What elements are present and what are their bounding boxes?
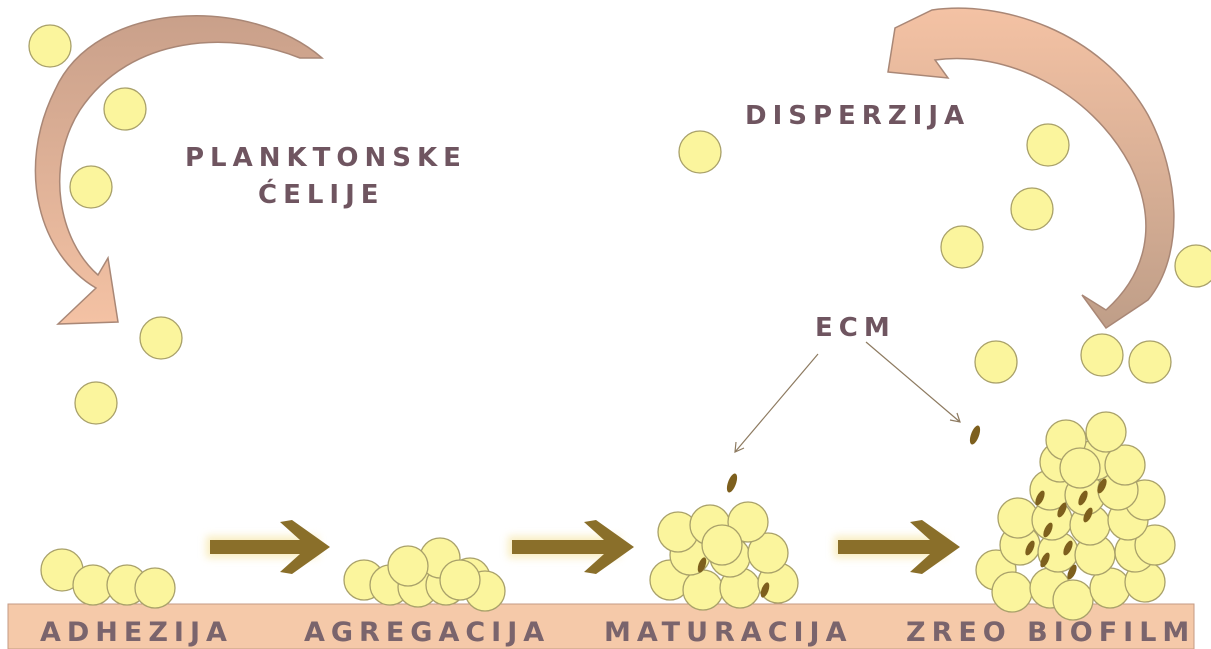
- stage-label-agregacija: AGREGACIJA: [304, 617, 550, 648]
- maturation-cluster: [650, 502, 798, 610]
- dispersed-cell: [941, 226, 983, 268]
- planktonic-cell: [104, 88, 146, 130]
- ecm-pointer-right: [866, 342, 960, 422]
- dispersed-cell: [1129, 341, 1171, 383]
- stage-label-adhezija: ADHEZIJA: [40, 617, 233, 648]
- ecm-particle: [968, 424, 982, 446]
- dispersed-cell: [1027, 124, 1069, 166]
- stage-label-maturacija: MATURACIJA: [604, 617, 853, 648]
- dispersed-cell: [975, 341, 1017, 383]
- biofilm-cell: [1053, 580, 1093, 620]
- ecm-particle: [725, 472, 739, 494]
- biofilm-cell: [1060, 448, 1100, 488]
- planktonic-cell: [70, 166, 112, 208]
- aggregated-cell: [440, 560, 480, 600]
- maturing-cell: [683, 570, 723, 610]
- dispersion-curved-arrow: [888, 8, 1174, 328]
- planktonic-cell: [29, 25, 71, 67]
- adhered-cell: [135, 568, 175, 608]
- mature-biofilm-cluster: [976, 412, 1175, 620]
- aggregation-cluster: [344, 538, 505, 611]
- biofilm-cell: [992, 572, 1032, 612]
- stage-arrow-2: [508, 520, 634, 574]
- ecm-pointer-left: [735, 354, 818, 452]
- dispersion-label: DISPERZIJA: [745, 101, 970, 131]
- biofilm-cell: [1086, 412, 1126, 452]
- planktonic-label-line2: ĆELIJE: [258, 178, 385, 210]
- dispersed-cell: [1011, 188, 1053, 230]
- planktonic-cells: [29, 25, 1211, 424]
- stage-label-zreo-biofilm: ZREO BIOFILM: [906, 617, 1195, 648]
- dispersed-cell: [679, 131, 721, 173]
- stage-arrow-3: [834, 520, 960, 574]
- stage-arrow-1: [206, 520, 330, 574]
- ecm-pointers: [735, 342, 960, 452]
- planktonic-label-line1: PLANKTONSKE: [185, 143, 467, 173]
- maturing-cell: [702, 525, 742, 565]
- adhesion-cluster: [41, 549, 175, 608]
- aggregated-cell: [388, 546, 428, 586]
- ecm-label: ECM: [815, 313, 896, 343]
- dispersed-cell: [1175, 245, 1211, 287]
- planktonic-cell: [140, 317, 182, 359]
- planktonic-cell: [75, 382, 117, 424]
- dispersed-cell: [1081, 334, 1123, 376]
